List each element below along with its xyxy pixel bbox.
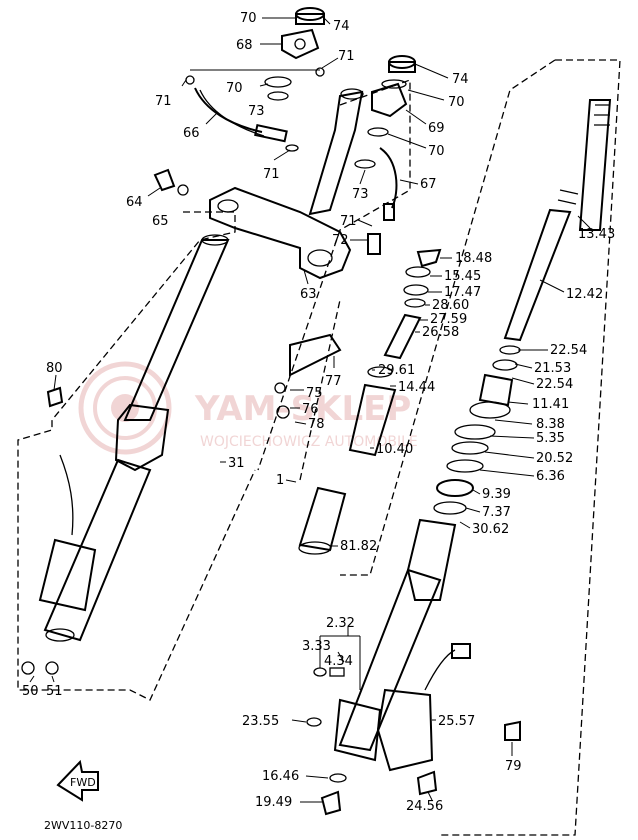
steering-stem-bracket [153, 88, 364, 280]
label-30: 30.62 [472, 522, 509, 537]
label-78: 78 [308, 417, 325, 432]
watermark-logo-icon [78, 361, 172, 455]
label-76: 76 [302, 402, 319, 417]
label-29: 29.61 [378, 363, 415, 378]
label-16: 16.46 [262, 769, 299, 784]
watermark-title: YAM-SKLEP [194, 389, 411, 429]
label-71d: 71 [340, 214, 357, 229]
label-70c: 70 [448, 95, 465, 110]
label-79: 79 [505, 759, 522, 774]
label-68: 68 [236, 38, 253, 53]
label-10: 10.40 [376, 442, 413, 457]
label-70b: 70 [226, 81, 243, 96]
steering-top-fittings [185, 7, 416, 169]
label-23: 23.55 [242, 714, 279, 729]
label-20: 20.52 [536, 451, 573, 466]
label-50: 50 [22, 684, 39, 699]
label-64: 64 [126, 195, 143, 210]
label-11: 11.41 [532, 397, 569, 412]
drawing-code: 2WV110-8270 [44, 819, 122, 832]
label-9: 9.39 [482, 487, 511, 502]
label-5: 5.35 [536, 431, 565, 446]
label-12: 12.42 [566, 287, 603, 302]
label-25: 25.57 [438, 714, 475, 729]
left-fork-leg [21, 234, 230, 675]
brake-hoses [194, 87, 398, 255]
label-67: 67 [420, 177, 437, 192]
label-2: 2.32 [326, 616, 355, 631]
label-70d: 70 [428, 144, 445, 159]
label-72: 72 [332, 233, 349, 248]
label-28: 28.60 [432, 298, 469, 313]
label-73a: 73 [248, 104, 265, 119]
label-75: 75 [306, 386, 323, 401]
label-73b: 73 [352, 187, 369, 202]
label-21: 21.53 [534, 361, 571, 376]
label-74b: 74 [452, 72, 469, 87]
forward-arrow-icon: FWD [56, 759, 99, 802]
label-17: 17.47 [444, 285, 481, 300]
label-1: 1 [276, 473, 284, 488]
label-65: 65 [152, 214, 169, 229]
right-fork-leg [306, 99, 612, 816]
label-18: 18.48 [455, 251, 492, 266]
label-74a: 74 [333, 19, 350, 34]
label-15: 15.45 [444, 269, 481, 284]
watermark: YAM-SKLEP WOJCIECHOWICZ AUTOMOBILE [78, 361, 418, 455]
label-14: 14.44 [398, 380, 435, 395]
label-13: 13.43 [578, 227, 615, 242]
damper-parts [274, 248, 442, 555]
label-80: 80 [46, 361, 63, 376]
label-71c: 71 [263, 167, 280, 182]
label-19: 19.49 [255, 795, 292, 810]
label-69: 69 [428, 121, 445, 136]
label-6: 6.36 [536, 469, 565, 484]
label-77: 77 [325, 374, 342, 389]
label-66: 66 [183, 126, 200, 141]
label-24: 24.56 [406, 799, 443, 814]
label-81: 81.82 [340, 539, 377, 554]
part-labels: 70 74 68 71 74 71 70 70 73 69 66 70 71 7… [22, 11, 615, 832]
label-7: 7.37 [482, 505, 511, 520]
label-27: 27.59 [430, 312, 467, 327]
label-22b: 22.54 [536, 377, 573, 392]
label-4: 4.34 [324, 654, 353, 669]
leader-lines [29, 17, 591, 803]
label-8: 8.38 [536, 417, 565, 432]
label-3: 3.33 [302, 639, 331, 654]
label-51: 51 [46, 684, 63, 699]
label-71a: 71 [338, 49, 355, 64]
forward-arrow-label: FWD [70, 776, 96, 789]
label-31: 31 [228, 456, 245, 471]
label-63: 63 [300, 287, 317, 302]
label-70a: 70 [240, 11, 257, 26]
label-26: 26.58 [422, 325, 459, 340]
label-22a: 22.54 [550, 343, 587, 358]
label-71b: 71 [155, 94, 172, 109]
